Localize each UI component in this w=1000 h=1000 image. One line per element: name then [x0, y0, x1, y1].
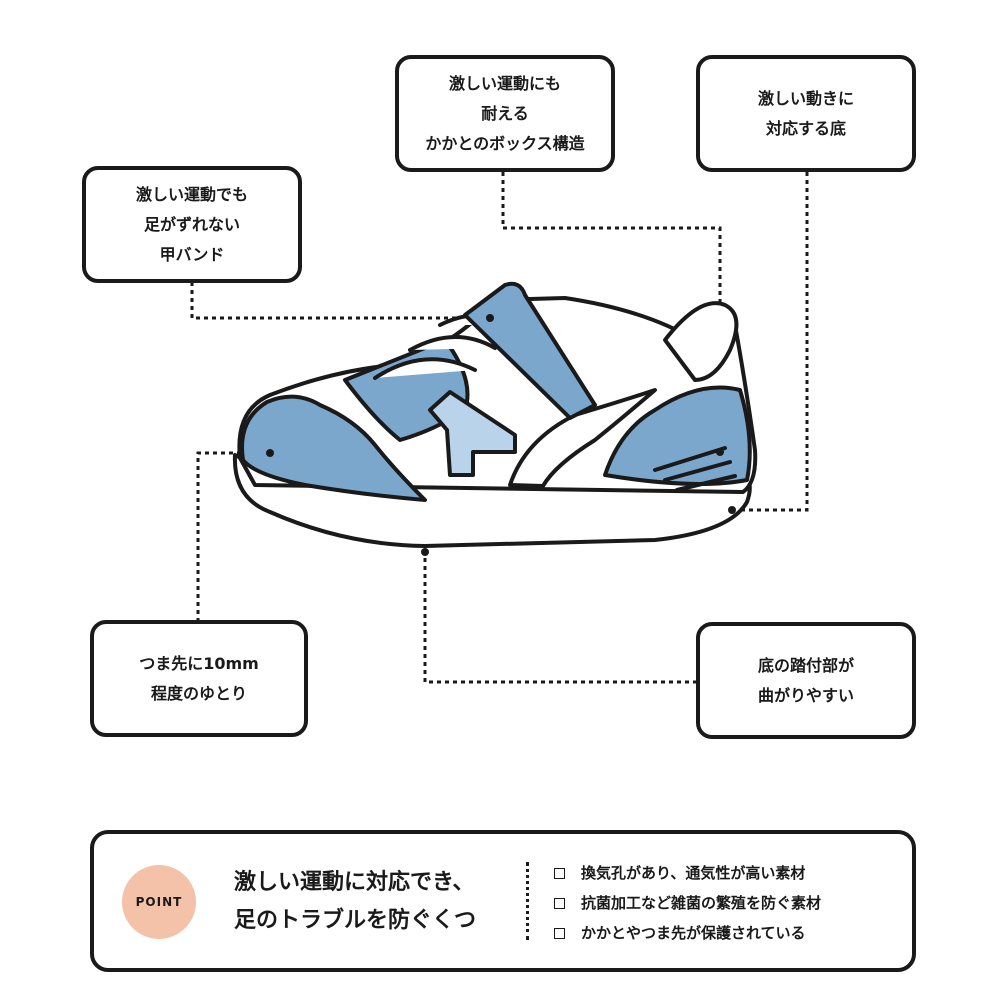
callout-heel-box-line-1: 激しい運動にも [448, 73, 561, 93]
callout-sole-flex-line-2: 対応する底 [765, 118, 846, 138]
point-headline-line-2: 足のトラブルを防ぐくつ [234, 908, 477, 933]
callout-tread-bend-line-2: 曲がりやすい [757, 685, 854, 705]
velcro-strap [463, 281, 597, 420]
point-badge: POINT [122, 865, 196, 939]
callout-instep-band-line-3: 甲バンド [159, 244, 225, 264]
point-headline: 激しい運動に対応でき、 足のトラブルを防ぐくつ [234, 864, 476, 940]
toe-cap [240, 394, 427, 502]
heel-vent [675, 474, 737, 492]
feature-text: かかとやつま先が保護されている [581, 924, 806, 942]
callout-instep-band-line-2: 足がずれない [143, 214, 240, 234]
callout-heel-box: 激しい運動にも 耐える かかとのボックス構造 [395, 55, 615, 172]
checkbox-icon [554, 897, 565, 909]
leader-line-tread-bend [423, 552, 697, 684]
feature-text: 抗菌加工など雑菌の繁殖を防ぐ素材 [581, 894, 822, 912]
leader-line-instep-band [190, 282, 490, 320]
callout-tread-bend: 底の踏付部が 曲がりやすい [696, 622, 916, 739]
arrow-logo [428, 390, 517, 477]
heel-vent [663, 460, 732, 482]
feature-item: 換気孔があり、通気性が高い素材 [554, 858, 821, 888]
callout-instep-band-line-1: 激しい運動でも [135, 184, 248, 204]
midfoot-stripe [508, 388, 657, 488]
checkbox-icon [554, 927, 565, 939]
heel-vent [653, 446, 727, 472]
anchor-dot-tread-bend [421, 548, 429, 556]
callout-instep-band: 激しい運動でも 足がずれない 甲バンド [82, 166, 302, 283]
sneaker-illustration [232, 281, 758, 556]
anchor-dot-instep-band [486, 314, 494, 322]
callout-toe-room-line-1: つま先に10mm [139, 653, 259, 673]
lace [408, 335, 497, 352]
callout-heel-box-line-2: 耐える [481, 103, 529, 123]
leader-line-sole-flex [732, 172, 809, 512]
dotted-divider [526, 862, 529, 940]
feature-text: 換気孔があり、通気性が高い素材 [581, 864, 806, 882]
callout-heel-box-line-3: かかとのボックス構造 [425, 133, 585, 153]
callout-toe-room: つま先に10mm 程度のゆとり [90, 620, 308, 737]
callout-toe-room-line-2: 程度のゆとり [150, 683, 247, 703]
feature-item: 抗菌加工など雑菌の繁殖を防ぐ素材 [554, 888, 821, 918]
callout-sole-flex-line-1: 激しい動きに [757, 88, 854, 108]
callout-sole-flex: 激しい動きに 対応する底 [696, 55, 916, 172]
checkbox-icon [554, 867, 565, 879]
point-headline-line-1: 激しい運動に対応でき、 [234, 870, 475, 895]
anchor-dot-toe-room [266, 449, 274, 457]
callout-tread-bend-line-1: 底の踏付部が [757, 655, 854, 675]
anchor-dot-sole-flex [728, 506, 736, 514]
point-panel: POINT 激しい運動に対応でき、 足のトラブルを防ぐくつ 換気孔があり、通気性… [90, 830, 916, 972]
anchor-dot-heel-box [716, 448, 724, 456]
heel-collar [663, 301, 739, 382]
lace [373, 357, 477, 380]
feature-item: かかとやつま先が保護されている [554, 918, 821, 948]
feature-checklist: 換気孔があり、通気性が高い素材 抗菌加工など雑菌の繁殖を防ぐ素材 かかとやつま先… [554, 858, 821, 948]
